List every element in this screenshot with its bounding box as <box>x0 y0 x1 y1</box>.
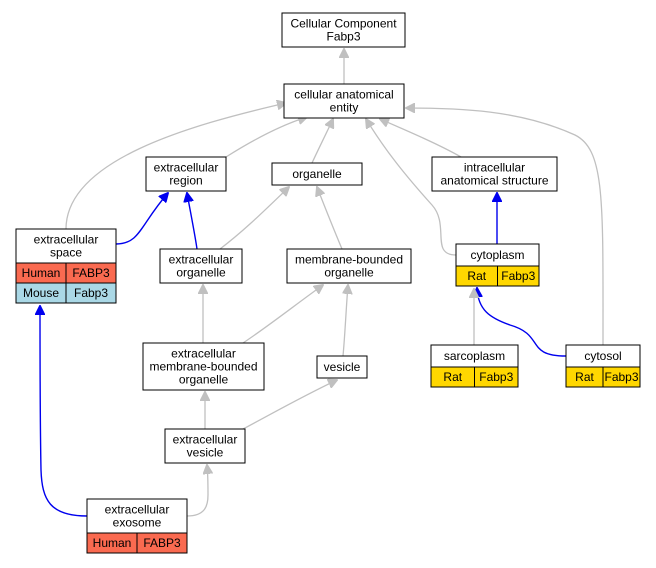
node-label-line: vesicle <box>187 446 224 460</box>
edge-extracellular-organelle-to-extracellular-region <box>187 193 198 250</box>
edge-cytoplasm-to-cellular-anatomical-entity <box>366 119 457 256</box>
node-box <box>142 342 265 391</box>
gene-label: FABP3 <box>72 266 110 280</box>
edge-extracellular-membrane-bounded-organelle-to-membrane-bounded-organelle <box>242 285 323 344</box>
edge-extracellular-vesicle-to-vesicle <box>242 380 337 430</box>
edge-extracellular-space-to-cellular-anatomical-entity <box>65 103 286 230</box>
annotation-row-human: Human FABP3 <box>15 262 117 284</box>
node-box <box>431 156 558 192</box>
node-label-line: Fabp3 <box>326 30 360 44</box>
node-label-line: extracellular <box>105 503 170 517</box>
node-vesicle[interactable]: vesicle <box>316 355 368 379</box>
edge-intracellular-anatomical-structure-to-cellular-anatomical-entity <box>380 119 462 158</box>
node-box <box>271 162 363 186</box>
edge-cytosol-to-cytoplasm <box>477 288 567 357</box>
node-label-line: extracellular <box>171 347 236 361</box>
node-label-line: cytoplasm <box>470 248 524 262</box>
node-label-line: organelle <box>176 266 226 280</box>
node-box <box>15 228 117 264</box>
annotation-row-rat: Rat Fabp3 <box>430 366 519 388</box>
species-label: Human <box>22 266 61 280</box>
species-label: Mouse <box>23 286 59 300</box>
gene-label: Fabp3 <box>74 286 108 300</box>
node-label-line: region <box>169 174 202 188</box>
node-label-line: organelle <box>324 266 374 280</box>
edge-organelle-to-cellular-anatomical-entity <box>311 119 333 164</box>
node-label-line: extracellular <box>173 433 238 447</box>
annotation-row-rat: Rat Fabp3 <box>455 265 540 287</box>
node-label-line: extracellular <box>34 233 99 247</box>
node-box <box>159 248 243 284</box>
gene-cell <box>136 532 188 554</box>
edge-membrane-bounded-organelle-to-organelle <box>317 187 343 250</box>
node-organelle[interactable]: organelle <box>271 162 363 186</box>
node-label-line: exosome <box>113 516 162 530</box>
node-label-line: entity <box>330 101 359 115</box>
annotation-row-rat: Rat Fabp3 <box>565 366 641 388</box>
annotation-row-human: Human FABP3 <box>86 532 188 554</box>
node-label-line: Cellular Component <box>290 17 397 31</box>
edge-vesicle-to-membrane-bounded-organelle <box>343 285 348 357</box>
node-label-line: organelle <box>292 167 342 181</box>
node-label-line: vesicle <box>324 360 361 374</box>
node-box <box>164 428 246 464</box>
annotation-row-mouse: Mouse Fabp3 <box>15 282 117 304</box>
edges-layer <box>40 49 604 517</box>
node-label-line: anatomical structure <box>440 174 548 188</box>
node-label-line: intracellular <box>464 161 525 175</box>
node-label-line: organelle <box>179 373 229 387</box>
edge-extracellular-space-to-extracellular-region <box>115 193 168 245</box>
edge-extracellular-region-to-cellular-anatomical-entity <box>225 117 307 158</box>
edge-cytosol-to-cellular-anatomical-entity <box>406 108 604 346</box>
gene-cell <box>602 366 641 388</box>
edge-extracellular-exosome-to-extracellular-vesicle <box>186 465 208 517</box>
gene-label: Fabp3 <box>479 370 513 384</box>
node-label-line: cytosol <box>584 349 621 363</box>
species-label: Rat <box>443 370 462 384</box>
node-box <box>316 355 368 379</box>
node-box <box>281 12 406 48</box>
gene-label: Fabp3 <box>501 269 535 283</box>
gene-cell <box>497 265 540 287</box>
node-label-line: membrane-bounded <box>295 253 403 267</box>
node-label-line: extracellular <box>154 161 219 175</box>
gene-cell <box>65 282 117 304</box>
node-box <box>86 498 188 534</box>
species-label: Human <box>93 536 132 550</box>
species-label: Rat <box>575 370 594 384</box>
node-box <box>286 248 412 284</box>
node-label-line: membrane-bounded <box>149 360 257 374</box>
node-label-line: extracellular <box>169 253 234 267</box>
gene-label: FABP3 <box>143 536 181 550</box>
gene-cell <box>474 366 519 388</box>
node-label-line: cellular anatomical <box>294 88 393 102</box>
edge-extracellular-organelle-to-organelle <box>219 187 289 250</box>
node-label-line: sarcoplasm <box>444 349 505 363</box>
gene-label: Fabp3 <box>604 370 638 384</box>
node-label-line: space <box>50 246 82 260</box>
species-label: Rat <box>467 269 486 283</box>
node-box <box>145 156 227 192</box>
edge-extracellular-exosome-to-extracellular-space <box>40 306 88 517</box>
node-box <box>283 83 405 119</box>
